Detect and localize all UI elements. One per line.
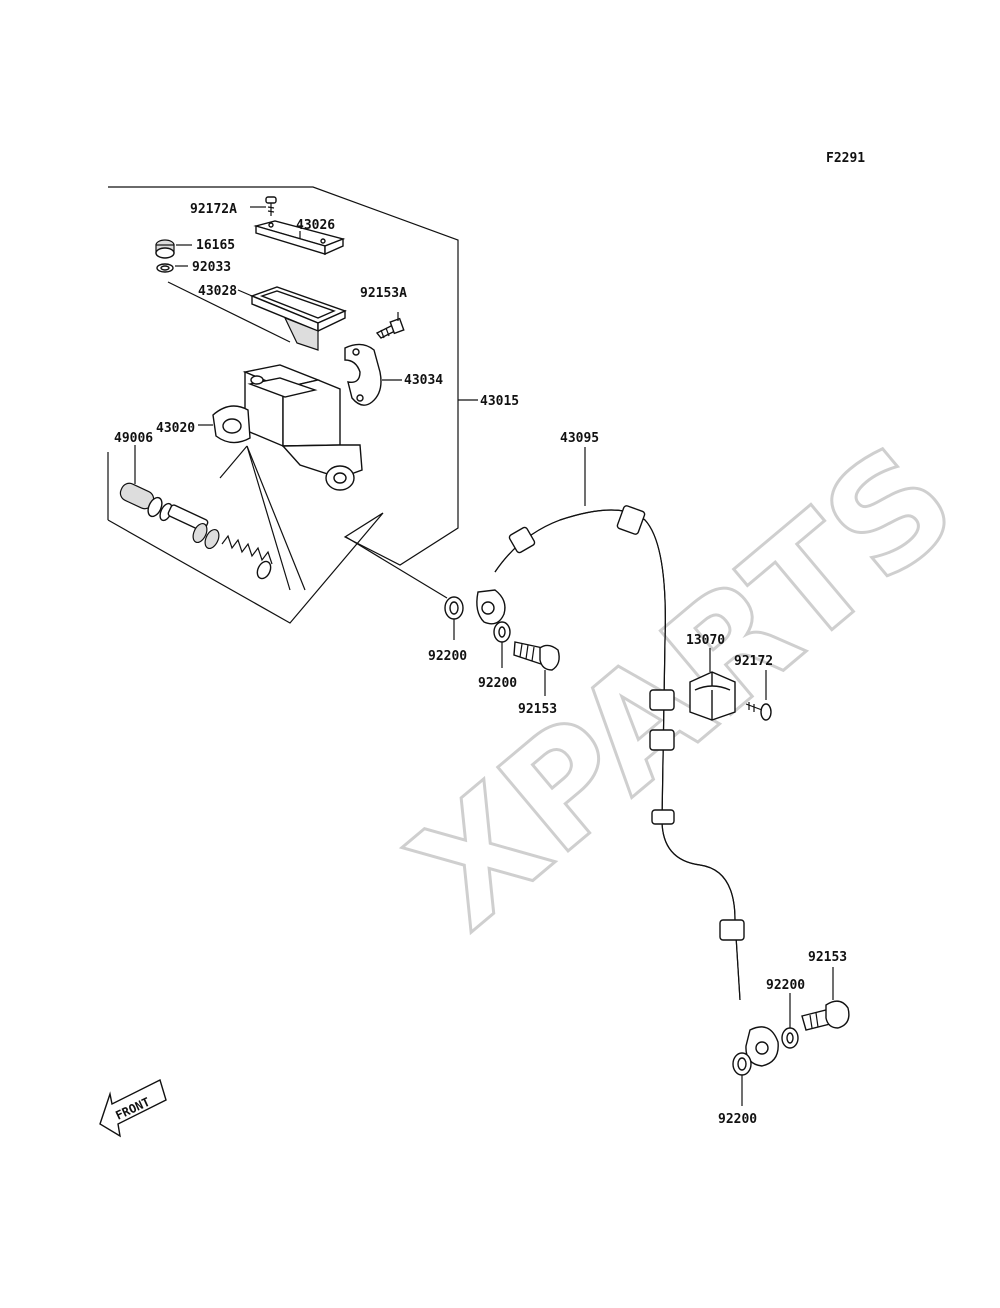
label-43015: 43015 — [480, 394, 519, 409]
label-92200-b: 92200 — [478, 676, 517, 691]
label-92033: 92033 — [192, 260, 231, 275]
washer-92200-c-icon — [781, 993, 799, 1049]
front-arrow-icon: FRONT — [99, 1079, 167, 1138]
label-92200-d: 92200 — [718, 1112, 757, 1127]
brake-hose-icon — [476, 447, 779, 1067]
banjo-bolt-92153-b-icon — [801, 967, 850, 1031]
ring-92033-icon — [156, 263, 291, 343]
watermark: XPARTS — [380, 412, 987, 961]
banjo-bolt-92153-a-icon — [513, 641, 560, 696]
label-92200-c: 92200 — [766, 978, 805, 993]
piston-kit-icon — [107, 445, 273, 580]
label-43095: 43095 — [560, 431, 599, 446]
label-92200-a: 92200 — [428, 649, 467, 664]
label-16165: 16165 — [196, 238, 235, 253]
screw-92172A-icon — [250, 196, 277, 216]
figure-code: F2291 — [826, 151, 865, 166]
label-43034: 43034 — [404, 373, 443, 388]
washer-92200-b-icon — [493, 621, 511, 668]
label-92153-a: 92153 — [518, 702, 557, 717]
bolt-92153A-icon — [375, 312, 405, 339]
reservoir-cap-icon — [253, 220, 346, 256]
label-92153-b: 92153 — [808, 950, 847, 965]
diaphragm-icon — [237, 286, 347, 351]
washer-92200-d-icon — [732, 1052, 752, 1106]
label-43026: 43026 — [296, 218, 335, 233]
label-43020: 43020 — [156, 421, 195, 436]
label-92153A: 92153A — [360, 286, 407, 301]
label-92172: 92172 — [734, 654, 773, 669]
label-92172A: 92172A — [190, 202, 237, 217]
clamp-43034-icon — [344, 343, 402, 406]
assembly-outline — [107, 186, 459, 624]
screw-92172-icon — [745, 670, 772, 721]
clamp-13070-icon — [689, 648, 736, 721]
label-43028: 43028 — [198, 284, 237, 299]
label-13070: 13070 — [686, 633, 725, 648]
boot-16165-icon — [155, 239, 192, 259]
label-49006: 49006 — [114, 431, 153, 446]
master-cylinder-body-icon — [198, 364, 363, 591]
washer-92200-a-icon — [345, 536, 464, 640]
